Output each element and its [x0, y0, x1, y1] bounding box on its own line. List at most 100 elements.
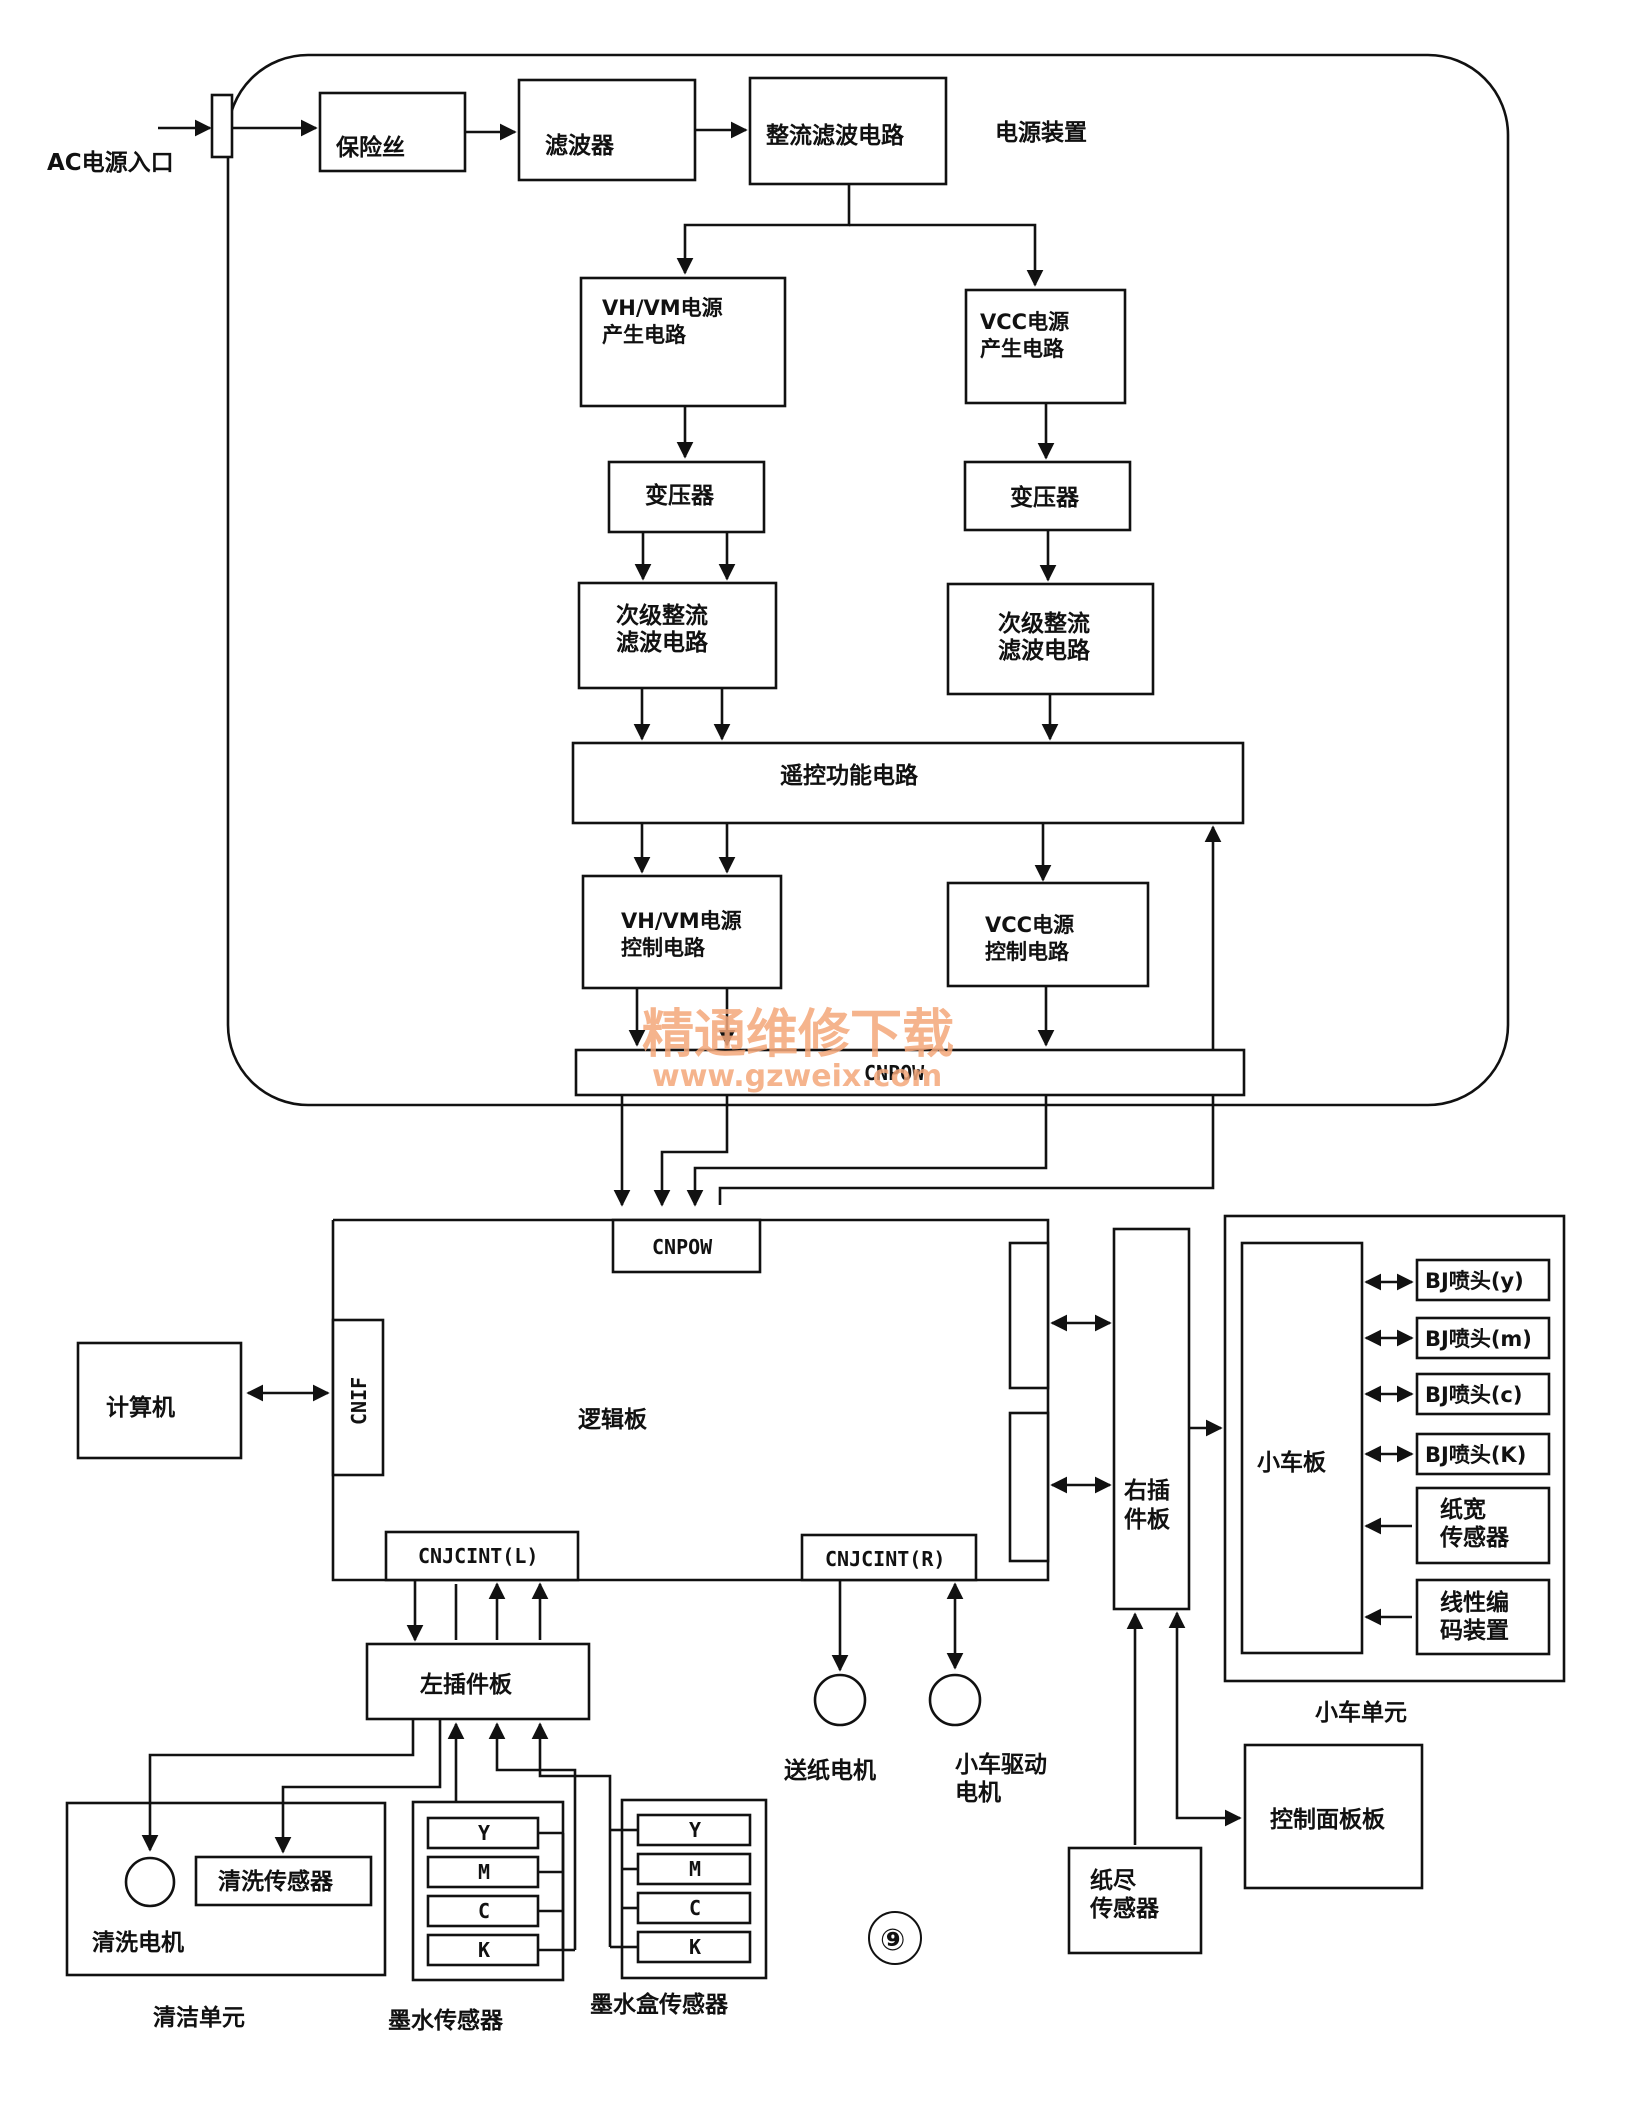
bj-head-k-label: BJ喷头(K) — [1425, 1443, 1526, 1467]
vcc-control-box — [946, 881, 1150, 988]
transformer-right-label: 变压器 — [1010, 484, 1080, 511]
filter-label: 滤波器 — [545, 133, 615, 159]
carriage-motor-label-2: 电机 — [955, 1780, 1001, 1806]
secondary-right-box — [946, 582, 1155, 696]
ink-sensor-slot-y — [426, 1816, 540, 1850]
cartridge-slot-m-label: M — [689, 1857, 701, 1881]
carriage-motor-circle — [928, 1673, 982, 1727]
cartridge-slot-k — [636, 1930, 752, 1964]
secondary-left-label-2: 滤波电路 — [616, 629, 709, 656]
cartridge-sensor-label: 墨水盒传感器 — [590, 1991, 729, 2018]
remote-function-label: 遥控功能电路 — [780, 762, 919, 789]
bj-head-y-box — [1415, 1258, 1551, 1302]
cleaning-unit-label: 清洁单元 — [153, 2005, 245, 2031]
paper-end-sensor-box — [1067, 1846, 1203, 1955]
vcc-control-label-2: 控制电路 — [985, 940, 1070, 964]
ink-sensor-slots: Y M C K — [426, 1816, 540, 1967]
ink-sensor-slot-m — [426, 1855, 540, 1889]
left-board-box — [365, 1642, 591, 1721]
transformer-left-label: 变压器 — [645, 482, 715, 509]
cnjcint-l-label: CNJCINT(L) — [418, 1544, 538, 1568]
power-cnpow-strip — [574, 1048, 1246, 1097]
cartridge-slot-c-label: C — [689, 1896, 701, 1920]
fuse-label: 保险丝 — [335, 134, 405, 161]
bj-head-c-label: BJ喷头(c) — [1425, 1383, 1522, 1407]
cleaning-sensor-box — [194, 1855, 373, 1907]
cartridge-sensor-slots: Y M C K — [636, 1813, 752, 1964]
paper-width-sensor-box — [1415, 1486, 1551, 1565]
ink-sensor-slot-c-label: C — [478, 1899, 490, 1923]
carriage-unit-frame — [1223, 1214, 1566, 1683]
vcc-generator-label-1: VCC电源 — [980, 310, 1069, 334]
cnjcint-r-box — [800, 1533, 978, 1582]
paper-end-sensor-label-2: 传感器 — [1089, 1895, 1160, 1922]
ink-sensor-label: 墨水传感器 — [388, 2007, 504, 2034]
computer-box — [76, 1341, 243, 1460]
cleaning-sensor-label: 清洗传感器 — [218, 1868, 334, 1895]
power-unit-title: 电源装置 — [995, 120, 1087, 146]
vcc-control-label-1: VCC电源 — [985, 913, 1074, 937]
secondary-left-box — [577, 581, 778, 690]
figure-number-circle — [868, 1911, 922, 1965]
bj-head-k-box — [1415, 1432, 1551, 1476]
cnif-box — [331, 1318, 385, 1477]
ac-input-label: AC电源入口 — [47, 150, 174, 176]
linear-encoder-label-2: 码装置 — [1440, 1618, 1509, 1644]
carriage-motor-label-1: 小车驱动 — [955, 1751, 1047, 1778]
figure-number-label: ⑨ — [880, 1923, 905, 1958]
cartridge-slot-y-label: Y — [689, 1818, 701, 1842]
cartridge-slot-m — [636, 1852, 752, 1886]
bj-head-m-label: BJ喷头(m) — [1425, 1327, 1532, 1351]
ink-sensor-slot-m-label: M — [478, 1860, 490, 1884]
vh-control-label-2: 控制电路 — [621, 936, 706, 960]
control-panel-box — [1243, 1743, 1424, 1890]
paper-width-sensor-label-2: 传感器 — [1439, 1524, 1510, 1551]
paper-width-sensor-label-1: 纸宽 — [1440, 1496, 1486, 1523]
cartridge-slot-y — [636, 1813, 752, 1847]
bj-head-y-label: BJ喷头(y) — [1425, 1269, 1524, 1293]
right-board-label-1: 右插 — [1124, 1477, 1170, 1504]
transformer-left-box — [607, 460, 766, 534]
secondary-right-label-1: 次级整流 — [998, 610, 1090, 637]
watermark-line1: 精通维修下载 — [642, 1005, 954, 1065]
carriage-board-box — [1240, 1241, 1364, 1655]
ink-sensor-slot-y-label: Y — [478, 1821, 490, 1845]
ac-switch — [210, 93, 234, 159]
right-board-box — [1112, 1227, 1191, 1611]
computer-label: 计算机 — [106, 1394, 175, 1421]
power-unit-frame — [226, 53, 1510, 1107]
vh-control-box — [581, 874, 783, 990]
remote-function-box — [571, 741, 1245, 825]
ink-sensor-slot-c — [426, 1894, 540, 1928]
logic-right-connector-top — [1008, 1241, 1050, 1390]
cnif-label: CNIF — [347, 1377, 371, 1425]
cartridge-sensor-frame — [620, 1798, 768, 1980]
cleaning-motor-label: 清洗电机 — [92, 1930, 184, 1956]
right-board-label-2: 件板 — [1124, 1507, 1171, 1533]
paper-end-sensor-label-1: 纸尽 — [1090, 1867, 1137, 1894]
ink-sensor-slot-k-label: K — [478, 1938, 490, 1962]
left-board-label: 左插件板 — [420, 1672, 513, 1698]
cnjcint-l-box — [384, 1530, 580, 1582]
cartridge-slot-k-label: K — [689, 1935, 701, 1959]
carriage-unit-label: 小车单元 — [1315, 1699, 1407, 1726]
feed-motor-label: 送纸电机 — [784, 1757, 876, 1784]
vh-generator-label-1: VH/VM电源 — [602, 296, 723, 320]
secondary-left-label-1: 次级整流 — [616, 602, 708, 629]
power-cnpow-label: CNPOW — [864, 1061, 925, 1085]
bj-head-c-box — [1415, 1372, 1551, 1416]
carriage-board-label: 小车板 — [1257, 1449, 1327, 1476]
bj-head-m-box — [1415, 1316, 1551, 1360]
control-panel-label: 控制面板板 — [1270, 1806, 1386, 1833]
rectifier-label: 整流滤波电路 — [766, 122, 905, 149]
linear-encoder-box — [1415, 1578, 1551, 1656]
secondary-right-label-2: 滤波电路 — [998, 637, 1091, 664]
logic-board-label: 逻辑板 — [578, 1406, 648, 1433]
logic-right-connector-bottom — [1008, 1411, 1050, 1563]
logic-board-frame — [331, 1218, 1050, 1582]
cnjcint-r-label: CNJCINT(R) — [825, 1547, 945, 1571]
cleaning-motor-circle — [124, 1856, 176, 1908]
vh-generator-box — [579, 276, 787, 408]
feed-motor-circle — [813, 1673, 867, 1727]
transformer-right-box — [963, 460, 1132, 532]
